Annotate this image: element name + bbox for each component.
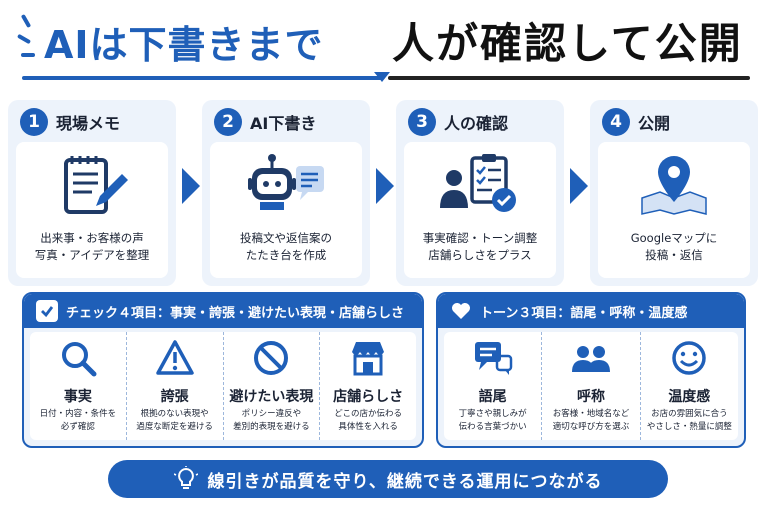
header: AIは下書きまで 人が確認して公開 bbox=[0, 0, 768, 90]
smiley-icon bbox=[672, 341, 707, 375]
step-desc-line: 写真・アイデアを整理 bbox=[34, 248, 150, 262]
tone-item-desc: 伝わる言葉づかい bbox=[458, 422, 527, 432]
conclusion-text: 線引きが品質を守り、継続できる運用につながる bbox=[207, 471, 603, 492]
check-item-title: 店舗らしさ bbox=[333, 389, 404, 405]
magnifier-icon bbox=[61, 342, 97, 377]
tone-item-title: 温度感 bbox=[668, 389, 711, 405]
step-title: 現場メモ bbox=[56, 114, 121, 133]
accent-slash bbox=[21, 53, 35, 57]
check-item-title: 避けたい表現 bbox=[229, 389, 314, 405]
people-icon bbox=[571, 346, 610, 372]
check-item-fact: 事実 日付・内容・条件を必ず確認 bbox=[30, 332, 126, 440]
check-item-desc: 根拠のない表現や bbox=[140, 409, 209, 419]
flow-arrow bbox=[570, 168, 588, 204]
check-item-title: 誇張 bbox=[160, 389, 189, 405]
step-desc-line: 投稿文や返信案の bbox=[240, 231, 332, 245]
speech-bubbles-icon bbox=[474, 342, 512, 375]
step-card: 事実確認・トーン調整 店舗らしさをプラス bbox=[404, 142, 556, 278]
title-underline bbox=[22, 76, 382, 80]
step-card: 投稿文や返信案の たたき台を作成 bbox=[210, 142, 362, 278]
step-desc-line: たたき台を作成 bbox=[245, 248, 327, 262]
check-item-desc: どこの店か伝わる bbox=[334, 409, 402, 419]
check-panel-title: チェック４項目：事実・誇張・避けたい表現・店舗らしさ bbox=[66, 305, 405, 321]
check-panel-header: チェック４項目：事実・誇張・避けたい表現・店舗らしさ bbox=[24, 294, 422, 328]
step-card: Googleマップに 投稿・返信 bbox=[598, 142, 750, 278]
step-desc-line: 出来事・お客様の声 bbox=[40, 231, 144, 245]
check-item-exaggeration: 誇張 根拠のない表現や過度な断定を避ける bbox=[125, 332, 223, 440]
tone-item-title: 呼称 bbox=[576, 389, 605, 405]
tone-item-desc: 適切な呼び方を選ぶ bbox=[552, 422, 630, 432]
map-pin-icon bbox=[641, 156, 707, 215]
lightbulb-icon bbox=[173, 466, 198, 489]
underline-notch bbox=[374, 72, 390, 82]
tone-item-desc: お店の雰囲気に合う bbox=[651, 409, 728, 419]
step-title: AI下書き bbox=[250, 114, 317, 133]
step-title: 公開 bbox=[638, 114, 671, 133]
tone-panel: トーン３項目：語尾・呼称・温度感 語尾 丁寧さや親しみが伝わる言葉づかい 呼称 bbox=[436, 292, 746, 448]
title-underline bbox=[388, 76, 750, 80]
step-ai-draft: 2 AI下書き 投稿文や返信案の たたき台を作成 bbox=[202, 100, 370, 286]
tone-item-desc: お客様・地域名など bbox=[552, 409, 630, 419]
tone-panel-header: トーン３項目：語尾・呼称・温度感 bbox=[438, 294, 744, 328]
prohibited-icon bbox=[254, 341, 289, 375]
accent-slash bbox=[20, 13, 32, 29]
notepad-pencil-icon bbox=[64, 156, 128, 214]
step-number: 4 bbox=[602, 108, 630, 136]
check-item-desc: 差別的表現を避ける bbox=[233, 422, 310, 432]
step-desc-line: Googleマップに bbox=[630, 231, 718, 245]
person-checklist-icon bbox=[440, 154, 516, 212]
step-number: 3 bbox=[408, 108, 436, 136]
tone-item-sentence-ending: 語尾 丁寧さや親しみが伝わる言葉づかい bbox=[444, 332, 541, 440]
check-item-desc: 具体性を入れる bbox=[338, 422, 398, 432]
checkbox-icon bbox=[36, 300, 58, 322]
step-card: 出来事・お客様の声 写真・アイデアを整理 bbox=[16, 142, 168, 278]
step-publish: 4 公開 Googleマップに 投稿・返信 bbox=[590, 100, 758, 286]
step-number: 2 bbox=[214, 108, 242, 136]
tone-panel-title: トーン３項目：語尾・呼称・温度感 bbox=[480, 305, 688, 321]
flow-arrow bbox=[182, 168, 200, 204]
step-desc-line: 投稿・返信 bbox=[645, 248, 703, 262]
tone-item-warmth: 温度感 お店の雰囲気に合うやさしさ・熱量に調整 bbox=[639, 332, 738, 440]
storefront-icon bbox=[352, 342, 385, 376]
check-item-title: 事実 bbox=[63, 389, 92, 405]
conclusion-banner: 線引きが品質を守り、継続できる運用につながる bbox=[108, 460, 668, 498]
check-item-avoid-expressions: 避けたい表現 ポリシー違反や差別的表現を避ける bbox=[222, 332, 320, 440]
flow-arrow bbox=[376, 168, 394, 204]
accent-slash bbox=[16, 33, 32, 45]
step-number: 1 bbox=[20, 108, 48, 136]
step-desc-line: 店舗らしさをプラス bbox=[428, 248, 532, 262]
step-title: 人の確認 bbox=[444, 114, 509, 133]
step-desc-line: 事実確認・トーン調整 bbox=[422, 231, 538, 245]
title-blue: AIは下書きまで bbox=[44, 23, 324, 67]
step-human-review: 3 人の確認 事実確認・トーン調整 店舗らしさをプラス bbox=[396, 100, 564, 286]
tone-item-title: 語尾 bbox=[478, 389, 507, 405]
check-item-desc: 必ず確認 bbox=[60, 422, 95, 432]
check-item-store-identity: 店舗らしさ どこの店か伝わる具体性を入れる bbox=[319, 332, 416, 440]
tone-item-desc: 丁寧さや親しみが bbox=[458, 409, 527, 419]
check-item-desc: 過度な断定を避ける bbox=[136, 422, 213, 432]
check-item-desc: ポリシー違反や bbox=[241, 409, 302, 419]
tone-item-form-of-address: 呼称 お客様・地域名など適切な呼び方を選ぶ bbox=[541, 332, 639, 440]
warning-icon bbox=[155, 340, 194, 375]
check-item-desc: 日付・内容・条件を bbox=[39, 409, 117, 419]
check-panel: チェック４項目：事実・誇張・避けたい表現・店舗らしさ 事実 日付・内容・条件を必… bbox=[22, 292, 424, 448]
step-field-memo: 1 現場メモ 出来事・お客様の声 写真・アイデアを整理 bbox=[8, 100, 176, 286]
tone-item-desc: やさしさ・熱量に調整 bbox=[646, 422, 732, 432]
heart-icon bbox=[450, 300, 472, 322]
robot-chat-icon bbox=[248, 154, 324, 210]
title-black: 人が確認して公開 bbox=[392, 19, 743, 68]
